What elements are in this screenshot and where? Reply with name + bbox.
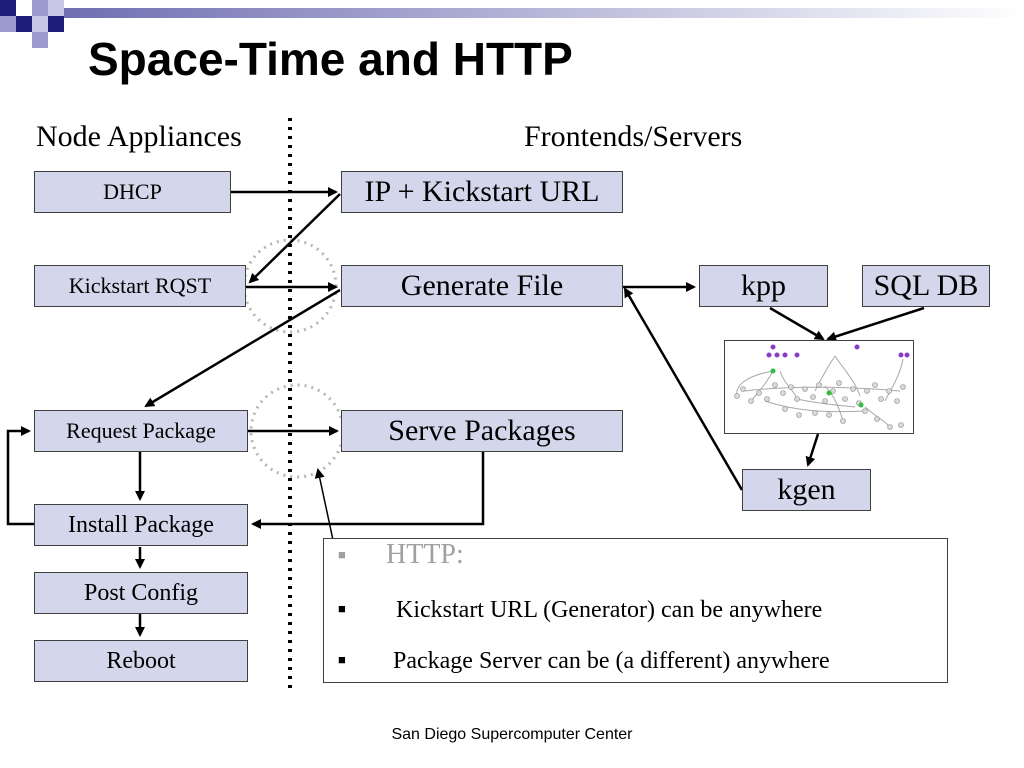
request-package-box: Request Package	[34, 410, 248, 452]
node-appliances-heading: Node Appliances	[36, 120, 242, 153]
post-config-box: Post Config	[34, 572, 248, 614]
note-bullet-1: Kickstart URL (Generator) can be anywher…	[396, 597, 823, 623]
note-heading: HTTP:	[386, 539, 464, 570]
bullet-icon: ■	[338, 601, 346, 616]
graph-thumbnail	[724, 340, 914, 434]
kickstart-rqst-box: Kickstart RQST	[34, 265, 246, 307]
dhcp-box: DHCP	[34, 171, 231, 213]
sql-db-box: SQL DB	[862, 265, 990, 307]
bullet-icon: ■	[338, 547, 346, 562]
reboot-box: Reboot	[34, 640, 248, 682]
generate-file-box: Generate File	[341, 265, 623, 307]
page-title: Space-Time and HTTP	[88, 33, 573, 85]
footer-text: San Diego Supercomputer Center	[391, 726, 633, 743]
ip-kickstart-url-box: IP + Kickstart URL	[341, 171, 623, 213]
kgen-box: kgen	[742, 469, 871, 511]
note-bullet-2: Package Server can be (a different) anyw…	[393, 648, 830, 674]
serve-packages-box: Serve Packages	[341, 410, 623, 452]
frontends-servers-heading: Frontends/Servers	[524, 120, 743, 153]
kpp-box: kpp	[699, 265, 828, 307]
install-package-box: Install Package	[34, 504, 248, 546]
http-note: ■ HTTP: ■ Kickstart URL (Generator) can …	[323, 538, 948, 683]
bullet-icon: ■	[338, 652, 346, 667]
corner-decoration	[0, 0, 1024, 48]
